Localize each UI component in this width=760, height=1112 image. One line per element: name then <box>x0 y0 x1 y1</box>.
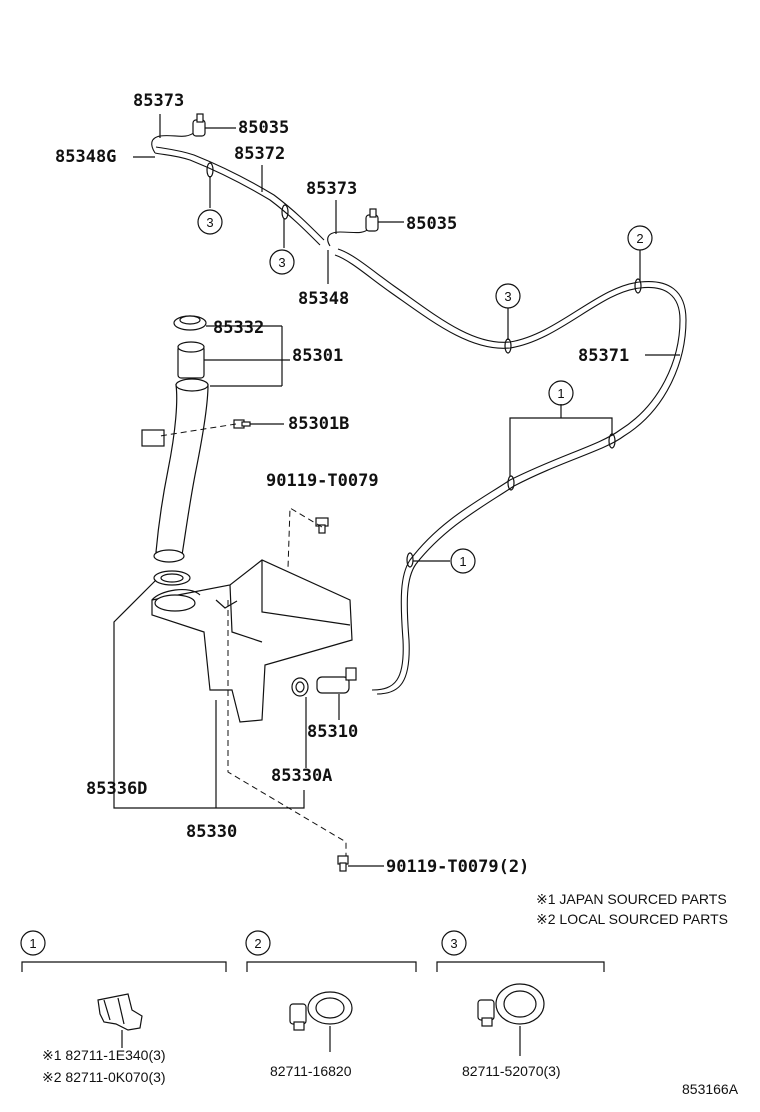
part-number-labels: 85373 85035 85348G 85372 85373 85035 853… <box>55 91 629 877</box>
clip-3-icon <box>477 983 545 1027</box>
legend-1-part-b: ※2 82711-0K070(3) <box>42 1069 166 1085</box>
washer-inlet-85301 <box>177 341 205 379</box>
label-85330A: 85330A <box>271 766 332 786</box>
clip-2-icon <box>289 991 353 1031</box>
callout-3-c: 3 <box>504 289 511 304</box>
callout-1-a: 1 <box>557 386 564 401</box>
label-85348G: 85348G <box>55 147 116 167</box>
hose-85371 <box>334 254 681 691</box>
label-85035-mid: 85035 <box>406 214 457 234</box>
legend-1-part-a: ※1 82711-1E340(3) <box>42 1047 166 1063</box>
clip-legend-2: 2 82711-16820 <box>245 930 417 1079</box>
label-85336D: 85336D <box>86 779 147 799</box>
clip-legend-3: 3 82711-52070(3) <box>436 930 605 1079</box>
label-85310: 85310 <box>307 722 358 742</box>
label-90119-top: 90119-T0079 <box>266 471 379 491</box>
grommet-85330A <box>291 677 309 697</box>
hose-85372 <box>154 152 321 246</box>
label-85035-top: 85035 <box>238 118 289 138</box>
callout-3-b: 3 <box>278 255 285 270</box>
legend-3-part: 82711-52070(3) <box>462 1063 561 1079</box>
washer-inlet-cap-85332 <box>173 315 207 331</box>
label-90119-bottom: 90119-T0079(2) <box>386 857 529 877</box>
legend-3-number: 3 <box>450 936 457 951</box>
leader-lines <box>113 114 680 867</box>
bolt-90119-top <box>315 517 329 534</box>
diagram-reference-id: 853166A <box>682 1081 739 1097</box>
callout-2: 2 <box>636 231 643 246</box>
bolt-85301B <box>233 419 251 429</box>
callout-3-a: 3 <box>206 215 213 230</box>
nozzle-85035-mid <box>365 208 379 232</box>
label-85332: 85332 <box>213 318 264 338</box>
legend-2-part: 82711-16820 <box>270 1063 352 1079</box>
bolt-90119-bottom <box>337 855 349 872</box>
clip-1-icon <box>97 993 143 1031</box>
label-85348: 85348 <box>298 289 349 309</box>
callout-1-b: 1 <box>459 554 466 569</box>
label-85301B: 85301B <box>288 414 349 434</box>
grommet-85336D <box>153 570 191 586</box>
label-85372: 85372 <box>234 144 285 164</box>
legend-2-number: 2 <box>254 936 261 951</box>
label-85301: 85301 <box>292 346 343 366</box>
legend-1-number: 1 <box>29 936 36 951</box>
washer-motor-85310 <box>316 667 357 694</box>
label-85373-mid: 85373 <box>306 179 357 199</box>
label-85371: 85371 <box>578 346 629 366</box>
nozzle-85035-top <box>192 113 206 137</box>
clip-legend-1: 1 ※1 82711-1E340(3) ※2 82711-0K070(3) <box>20 930 227 1085</box>
label-85330: 85330 <box>186 822 237 842</box>
label-85373-top: 85373 <box>133 91 184 111</box>
hose-clips <box>206 162 642 568</box>
note-local-sourced: ※2 LOCAL SOURCED PARTS <box>536 911 728 927</box>
washer-hose-network <box>151 131 687 695</box>
callout-circles: 3 3 3 2 1 1 <box>197 209 653 574</box>
washer-tank-85330 <box>151 559 353 723</box>
note-japan-sourced: ※1 JAPAN SOURCED PARTS <box>536 891 727 907</box>
filler-neck <box>141 378 209 563</box>
